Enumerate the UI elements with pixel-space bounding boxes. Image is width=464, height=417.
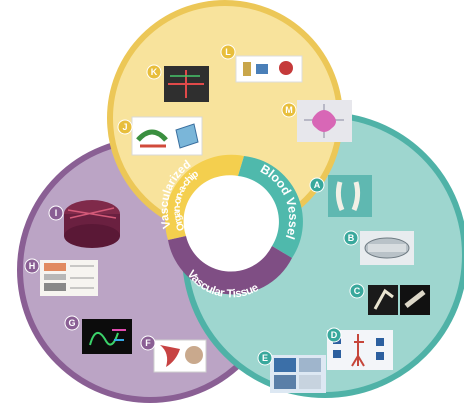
panel-f[interactable]	[153, 339, 207, 373]
badge-a: A	[309, 177, 325, 193]
panel-b[interactable]	[360, 231, 414, 265]
panel-badges: A B C D E F G H I J K L M	[24, 44, 365, 366]
badge-j: J	[117, 119, 133, 135]
badge-letter: I	[55, 208, 58, 218]
badge-letter: B	[348, 233, 355, 243]
panel-j[interactable]	[131, 116, 203, 156]
badge-circle	[117, 119, 133, 135]
badge-letter: H	[29, 261, 36, 271]
badge-h: H	[24, 258, 40, 274]
badge-circle	[220, 44, 236, 60]
badge-circle	[349, 283, 365, 299]
badge-letter: J	[122, 122, 127, 132]
ring-segment-vascular-tissue	[168, 236, 292, 295]
panel-m[interactable]	[297, 100, 352, 142]
badge-m: M	[281, 102, 297, 118]
panel-c[interactable]	[368, 285, 430, 315]
badge-circle	[281, 102, 297, 118]
badge-letter: K	[151, 67, 158, 77]
badge-g: G	[64, 315, 80, 331]
badge-letter: F	[145, 338, 151, 348]
badge-k: K	[146, 64, 162, 80]
badge-l: L	[220, 44, 236, 60]
badge-e: E	[257, 350, 273, 366]
badge-d: D	[326, 327, 342, 343]
badge-letter: C	[354, 286, 361, 296]
badge-circle	[326, 327, 342, 343]
badge-b: B	[343, 230, 359, 246]
ring-segment-blood-vessel	[238, 156, 303, 258]
badge-circle	[140, 335, 156, 351]
badge-circle	[146, 64, 162, 80]
panel-l[interactable]	[235, 55, 303, 83]
panel-i[interactable]	[64, 200, 120, 248]
badge-i: I	[48, 205, 64, 221]
panel-a[interactable]	[328, 175, 372, 217]
panel-g[interactable]	[82, 319, 132, 354]
badge-circle	[64, 315, 80, 331]
ring-segment-organ-on-chip	[165, 154, 244, 240]
badge-letter: D	[331, 330, 338, 340]
badge-f: F	[140, 335, 156, 351]
badge-circle	[309, 177, 325, 193]
badge-circle	[343, 230, 359, 246]
badge-letter: A	[314, 180, 321, 190]
badge-letter: E	[262, 353, 268, 363]
badge-letter: G	[68, 318, 75, 328]
panel-h[interactable]	[40, 260, 98, 296]
panel-e[interactable]	[270, 355, 326, 393]
center-ring: Vascularized Organ-on-a-chip Blood Vesse…	[159, 154, 303, 300]
panel-k[interactable]	[164, 66, 209, 102]
badge-c: C	[349, 283, 365, 299]
badge-circle	[48, 205, 64, 221]
badge-letter: M	[285, 105, 293, 115]
badge-circle	[257, 350, 273, 366]
badge-letter: L	[225, 47, 231, 57]
badge-circle	[24, 258, 40, 274]
